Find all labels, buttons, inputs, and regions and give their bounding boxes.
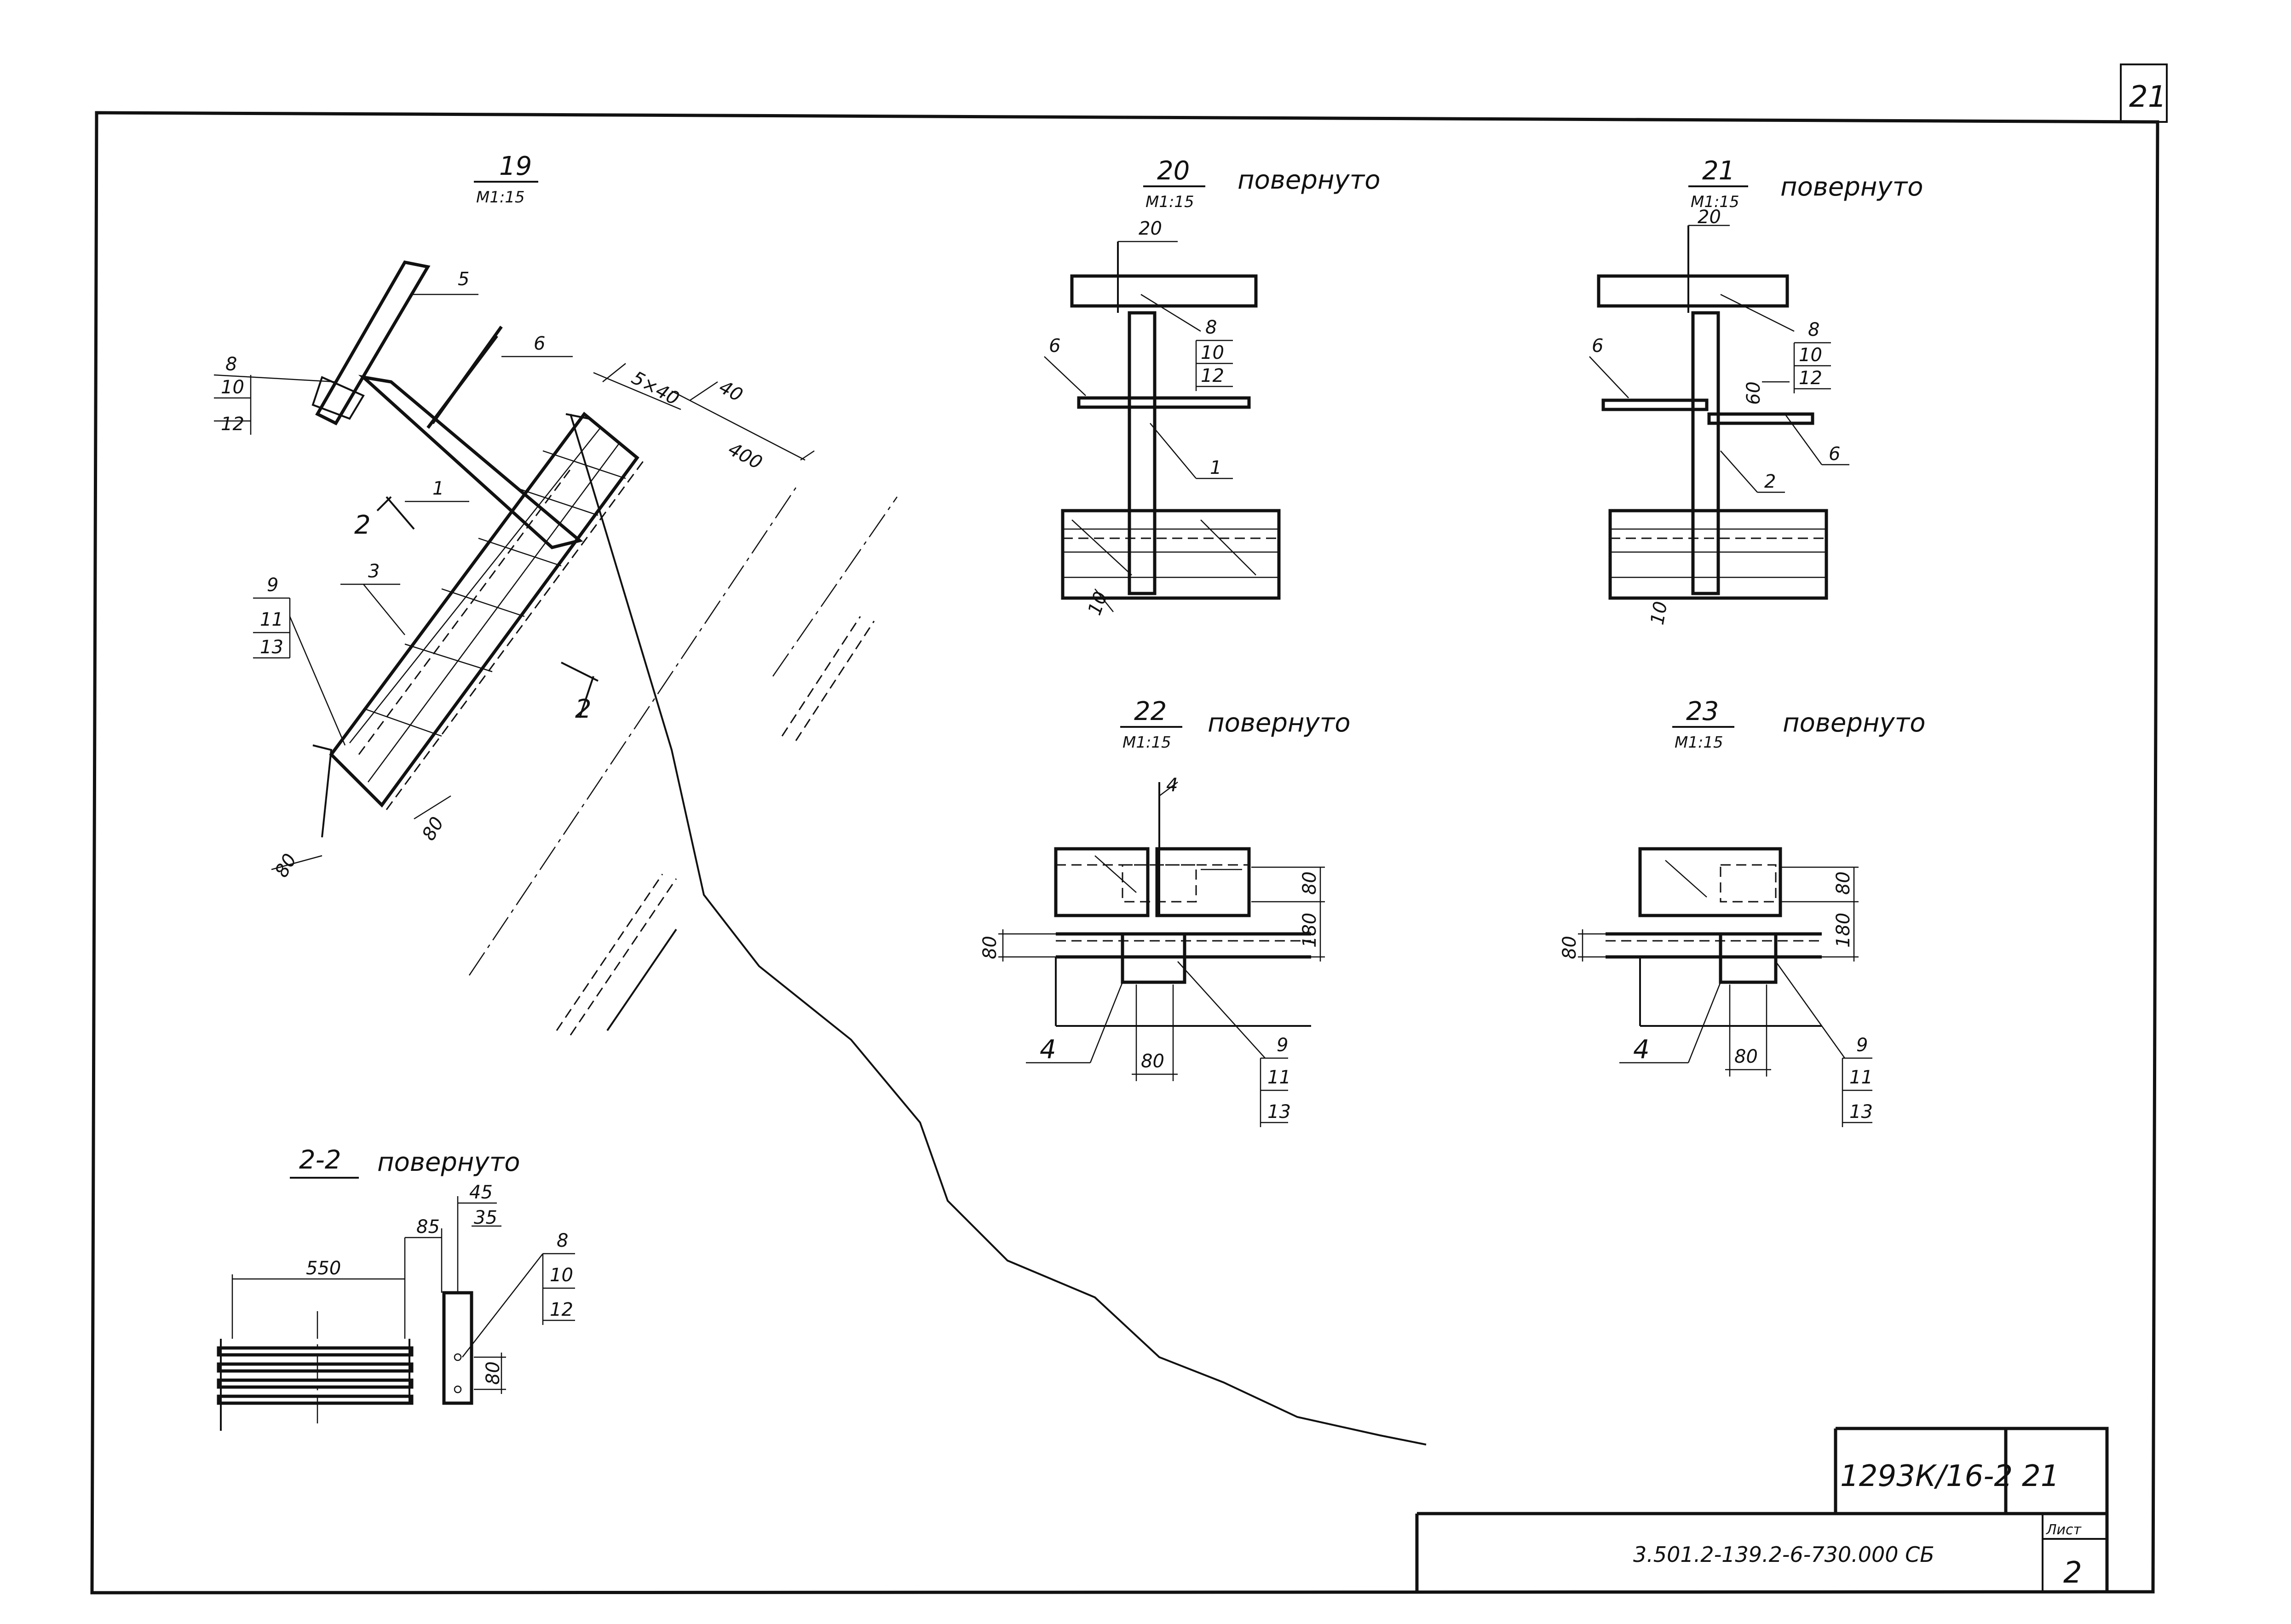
stamp-number: 21 — [2022, 1459, 2059, 1493]
stamp-code: 1293К/16-2 — [1840, 1459, 2013, 1493]
view-22-title: 22 — [1134, 697, 1167, 726]
v21-stack-2: 10 — [1799, 345, 1822, 366]
view-19-scale: М1:15 — [476, 188, 525, 207]
v19-stack-top-3: 12 — [221, 414, 244, 435]
view-21-scale: М1:15 — [1691, 193, 1739, 211]
s22-stack-1: 8 — [557, 1230, 568, 1251]
v20-dim-20: 20 — [1139, 218, 1162, 239]
v21-stack-3: 12 — [1799, 368, 1822, 389]
v22-pos-4: 4 — [1040, 1035, 1056, 1065]
view-22-scale: М1:15 — [1122, 733, 1171, 752]
section-2-2-note: повернуто — [377, 1147, 520, 1177]
v22-dim-4: 4 — [1166, 775, 1178, 796]
v21-dim-10: 10 — [1647, 600, 1672, 627]
view-20-note: повернуто — [1238, 165, 1381, 195]
v19-pos-3: 3 — [368, 561, 380, 582]
v23-stack-1: 9 — [1856, 1035, 1868, 1056]
v19-pos-5: 5 — [458, 269, 469, 290]
s22-stack-3: 12 — [550, 1299, 573, 1320]
v20-stack-2: 10 — [1201, 342, 1224, 363]
document-designation: 3.501.2-139.2-6-730.000 СБ — [1633, 1542, 1934, 1567]
v22-stack-1: 9 — [1277, 1035, 1288, 1056]
v21-stack-1: 8 — [1808, 319, 1819, 340]
v19-stack-top-2: 10 — [221, 377, 244, 398]
v23-dim-80r: 80 — [1833, 871, 1854, 895]
view-23-note: повернуто — [1783, 708, 1926, 738]
v21-dim-60: 60 — [1743, 381, 1764, 405]
v19-stack-bot-1: 9 — [267, 575, 278, 596]
list-number: 2 — [2063, 1556, 2082, 1590]
v20-stack-1: 8 — [1205, 317, 1217, 338]
view-22-note: повернуто — [1208, 708, 1351, 738]
view-19: 19 М1:15 — [213, 151, 1427, 1445]
v20-pos-1: 1 — [1210, 457, 1221, 478]
v19-stack-bot-3: 13 — [260, 637, 283, 658]
v21-pos-6b: 6 — [1829, 443, 1840, 465]
s22-dim-550: 550 — [306, 1258, 341, 1279]
v23-pos-4: 4 — [1633, 1035, 1650, 1065]
v23-stack-2: 11 — [1849, 1067, 1873, 1088]
v19-section-right: 2 — [575, 694, 592, 724]
v22-dim-80r: 80 — [1299, 871, 1320, 895]
view-23: 23 М1:15 повернуто 80 180 80 80 4 — [1559, 697, 1926, 1127]
v23-dim-80l: 80 — [1559, 936, 1580, 959]
v19-pos-6: 6 — [534, 333, 545, 354]
v19-section-left: 2 — [354, 510, 371, 540]
view-23-scale: М1:15 — [1675, 733, 1723, 752]
list-label: Лист — [2046, 1522, 2082, 1538]
corner-sheet-number: 21 — [2129, 80, 2166, 114]
section-2-2-title: 2-2 — [299, 1145, 341, 1175]
view-23-title: 23 — [1686, 697, 1719, 726]
v20-pos-6: 6 — [1049, 335, 1060, 357]
v19-dim-40: 40 — [715, 376, 746, 406]
view-21-note: повернуто — [1780, 172, 1923, 202]
s22-dim-85: 85 — [416, 1216, 440, 1238]
view-20-title: 20 — [1157, 156, 1190, 186]
v19-pos-1: 1 — [432, 478, 444, 499]
title-block: 1293К/16-2 21 3.501.2-139.2-6-730.000 СБ… — [1415, 1427, 2109, 1592]
v22-stack-2: 11 — [1267, 1067, 1291, 1088]
s22-dim-35: 35 — [474, 1207, 497, 1228]
v23-dim-80b: 80 — [1734, 1046, 1758, 1067]
v23-stack-3: 13 — [1849, 1101, 1873, 1123]
sheet-frame: 21 — [90, 63, 2168, 1595]
s22-stack-2: 10 — [550, 1265, 573, 1286]
v22-dim-80b: 80 — [1141, 1051, 1164, 1072]
v22-stack-3: 13 — [1267, 1101, 1291, 1123]
s22-dim-45: 45 — [469, 1182, 493, 1203]
v22-dim-180: 180 — [1299, 913, 1320, 948]
v19-stack-bot-2: 11 — [260, 609, 283, 630]
v19-stack-top-1: 8 — [225, 354, 237, 375]
v19-dim-80b: 80 — [418, 813, 448, 844]
view-21-title: 21 — [1702, 156, 1735, 186]
v19-dim-80a: 80 — [271, 850, 301, 881]
s22-dim-80: 80 — [483, 1361, 504, 1385]
v22-dim-80l: 80 — [979, 936, 1001, 959]
view-19-title: 19 — [499, 151, 532, 181]
v19-dim-5x40: 5×40 — [628, 367, 683, 409]
v20-stack-3: 12 — [1201, 365, 1224, 386]
v21-dim-20: 20 — [1698, 207, 1721, 228]
view-20: 20 М1:15 повернуто 20 8 10 12 6 1 10 — [1044, 156, 1381, 618]
section-2-2: 2-2 повернуто 550 85 45 35 80 8 — [217, 1145, 575, 1431]
v21-pos-6a: 6 — [1592, 335, 1603, 357]
view-21: 21 М1:15 повернуто 20 8 10 12 6 6 2 60 — [1589, 156, 1923, 627]
v19-dim-400: 400 — [725, 438, 766, 473]
view-22: 22 М1:15 повернуто 4 80 180 80 80 — [979, 697, 1351, 1127]
v21-pos-2: 2 — [1764, 471, 1776, 492]
v20-dim-10: 10 — [1084, 589, 1112, 618]
v23-dim-180: 180 — [1833, 913, 1854, 948]
view-20-scale: М1:15 — [1146, 193, 1194, 211]
